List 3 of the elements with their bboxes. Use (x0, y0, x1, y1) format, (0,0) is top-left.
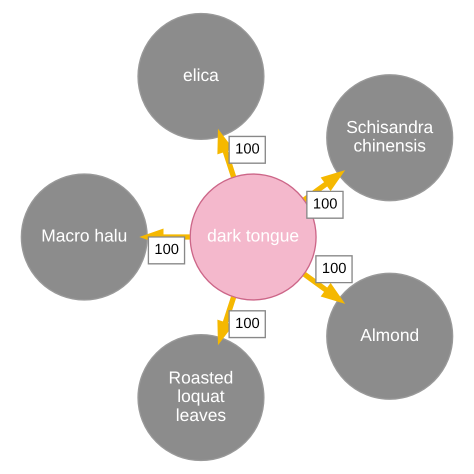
edge-label: 100 (154, 242, 179, 258)
edge-label: 100 (235, 142, 260, 158)
edge-label: 100 (235, 316, 260, 332)
